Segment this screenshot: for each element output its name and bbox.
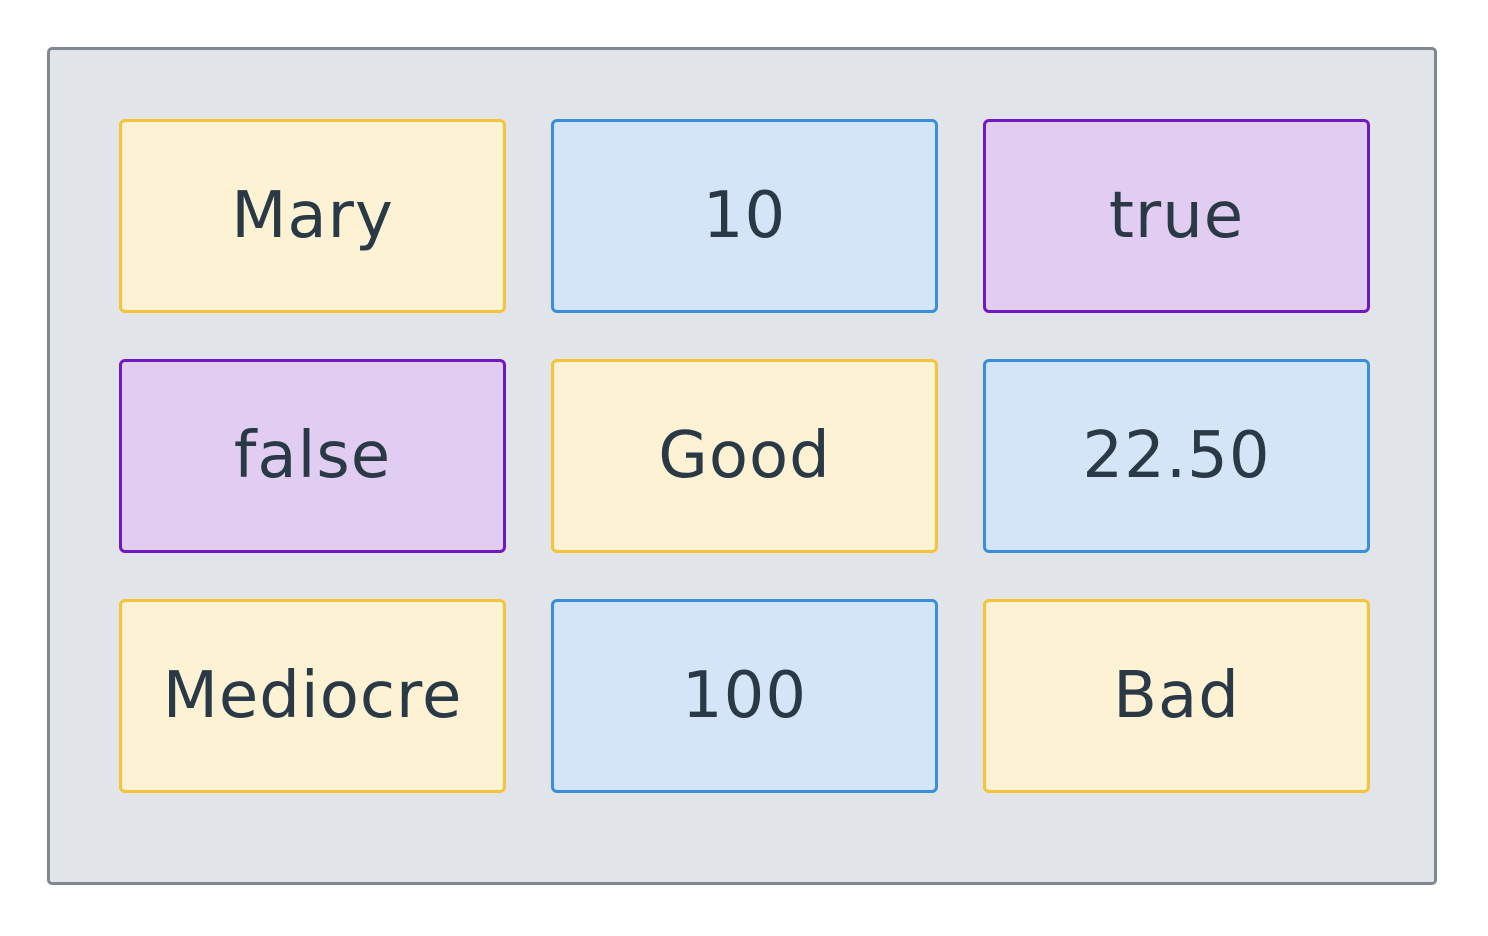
value-cell-mediocre: Mediocre bbox=[119, 599, 506, 793]
value-cell-good: Good bbox=[551, 359, 938, 553]
values-panel: Mary 10 true false Good 22.50 Mediocre 1… bbox=[47, 47, 1437, 885]
value-cell-true: true bbox=[983, 119, 1370, 313]
value-cell-mary: Mary bbox=[119, 119, 506, 313]
value-cell-bad: Bad bbox=[983, 599, 1370, 793]
value-cell-22-50: 22.50 bbox=[983, 359, 1370, 553]
values-grid: Mary 10 true false Good 22.50 Mediocre 1… bbox=[119, 119, 1370, 793]
value-cell-100: 100 bbox=[551, 599, 938, 793]
value-cell-false: false bbox=[119, 359, 506, 553]
value-cell-10: 10 bbox=[551, 119, 938, 313]
